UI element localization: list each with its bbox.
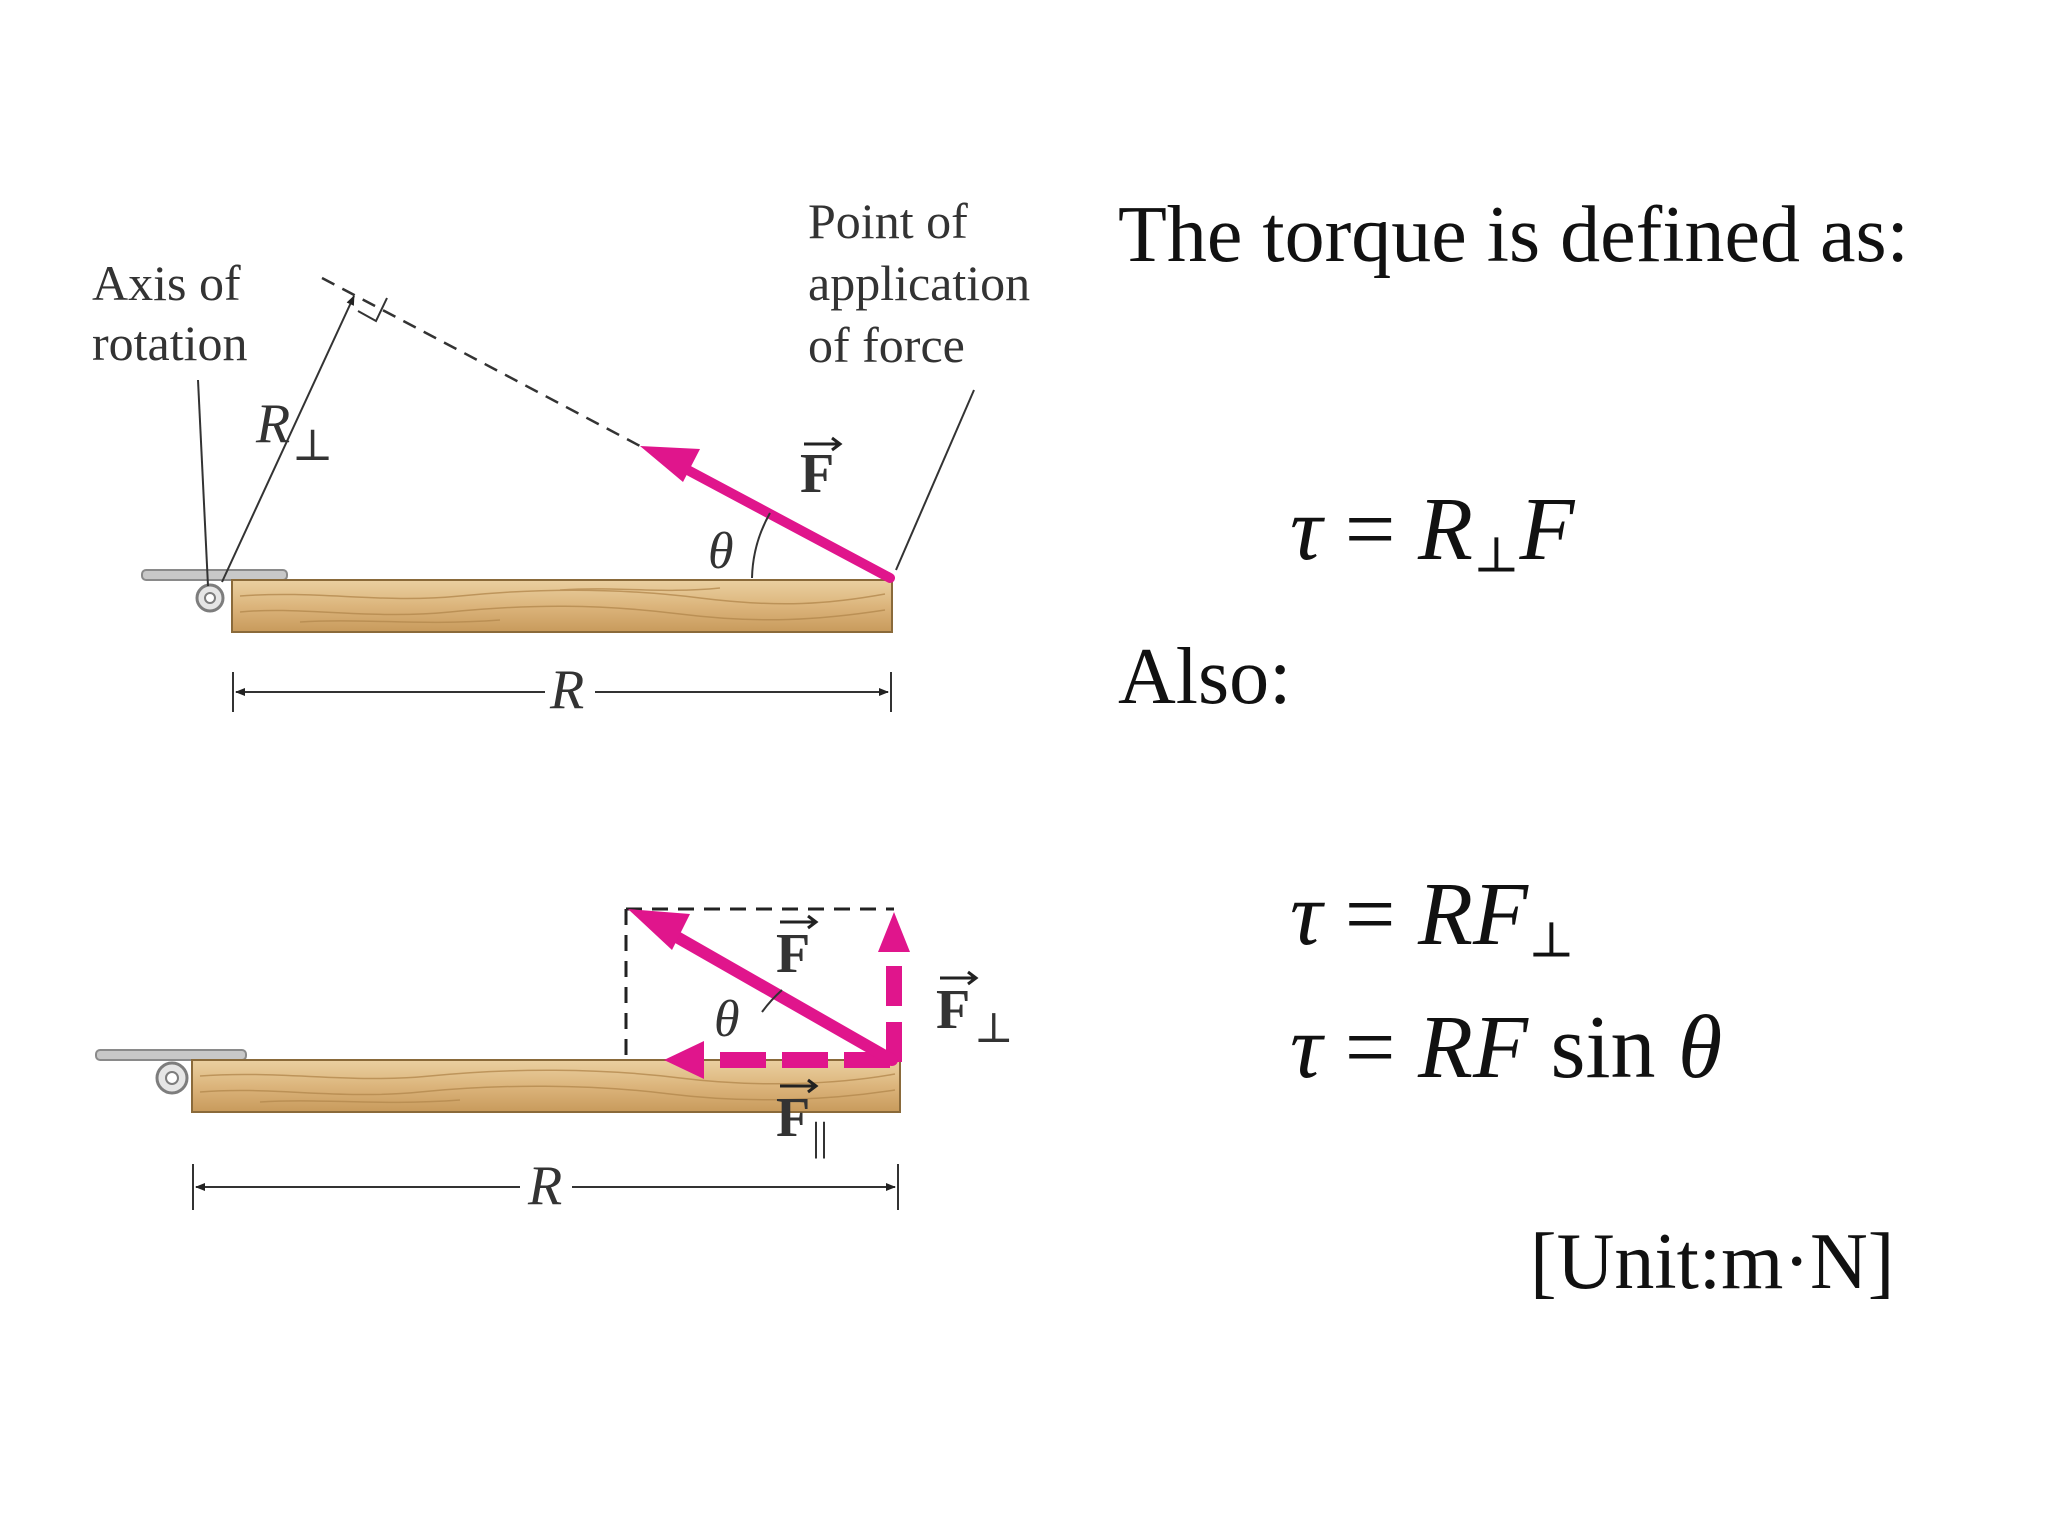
eq3-rf: RF <box>1417 998 1528 1097</box>
theta-arc <box>751 512 771 579</box>
f-diagonal-arrowhead <box>628 909 690 950</box>
equation-torque-sin: τ = RF sin θ <box>1290 1003 1722 1093</box>
pivot-plate-bottom <box>95 1049 247 1061</box>
force-label-bottom: F <box>776 923 810 985</box>
eq2-tau: τ <box>1290 865 1323 964</box>
point-label: Point of application of force <box>808 193 1043 373</box>
heading: The torque is defined as: <box>1118 191 1909 279</box>
eq1-tau: τ <box>1290 480 1323 579</box>
point-label-line2: application <box>808 255 1030 311</box>
wood-grain <box>239 587 886 624</box>
wood-grain-bottom <box>199 1069 896 1104</box>
eq2-perp-sub: ⊥ <box>1527 912 1575 968</box>
unit-label: [Unit:m·N] <box>1530 1218 1895 1306</box>
eq1-f: F <box>1519 480 1575 579</box>
f-parallel-label: F <box>776 1087 810 1149</box>
f-perp-sub-label: ⊥ <box>974 1006 1014 1052</box>
eq1-r: R <box>1417 480 1473 579</box>
pivot-inner-bottom <box>165 1071 179 1085</box>
r-perp-sub: ⊥ <box>292 421 333 470</box>
point-leader <box>895 389 975 571</box>
axis-label-line1: Axis of <box>92 255 241 311</box>
theta-arc-bottom <box>761 989 783 1013</box>
top-diagram: Axis of rotation Point of application of… <box>92 193 1043 721</box>
pivot-inner <box>204 592 216 604</box>
force-vector-mark <box>804 436 843 452</box>
force-arrow-shaft <box>677 462 895 583</box>
eq2-rf: RF <box>1417 865 1528 964</box>
eq1-equals: = <box>1322 480 1418 579</box>
axis-leader <box>197 379 209 587</box>
right-angle-mark <box>357 297 388 323</box>
axis-label: Axis of rotation <box>92 255 253 371</box>
f-parallel-vector-mark <box>780 1078 819 1094</box>
point-label-line3: of force <box>808 317 965 373</box>
pivot-plate <box>141 569 288 581</box>
force-arrowhead <box>640 446 700 482</box>
r-perp-line <box>221 295 355 583</box>
eq3-tau: τ <box>1290 998 1323 1097</box>
point-label-line1: Point of <box>808 193 968 249</box>
f-perp-vector-mark <box>940 970 979 986</box>
equation-torque-f-perp: τ = RF⊥ <box>1290 870 1575 965</box>
eq2-equals: = <box>1322 865 1418 964</box>
line-of-action <box>321 276 641 448</box>
eq3-equals: = <box>1322 998 1418 1097</box>
f-diagonal-shaft <box>662 926 898 1066</box>
theta-label-top: θ <box>708 523 734 580</box>
torque-diagram: Axis of rotation Point of application of… <box>92 193 1043 1217</box>
eq3-theta: θ <box>1677 998 1723 1097</box>
f-perp-arrowhead <box>878 912 910 952</box>
axis-label-line2: rotation <box>92 315 248 371</box>
bottom-diagram: F θ F ⊥ F || R <box>95 907 1014 1217</box>
f-perp-label: F <box>936 979 970 1041</box>
eq3-sin: sin <box>1527 998 1678 1097</box>
force-label: F <box>800 443 834 505</box>
f-parallel-arrowhead <box>664 1041 704 1079</box>
theta-label-bottom: θ <box>714 991 740 1048</box>
r-perp-label: R <box>255 393 290 455</box>
f-parallel-sub-label: || <box>812 1114 828 1159</box>
r-label-bottom: R <box>527 1155 562 1217</box>
also-label: Also: <box>1118 633 1292 721</box>
r-label-top: R <box>549 659 584 721</box>
force-vector-mark-bottom <box>780 914 819 930</box>
eq1-perp-sub: ⊥ <box>1472 527 1520 583</box>
equation-torque-r-perp: τ = R⊥F <box>1290 485 1575 580</box>
